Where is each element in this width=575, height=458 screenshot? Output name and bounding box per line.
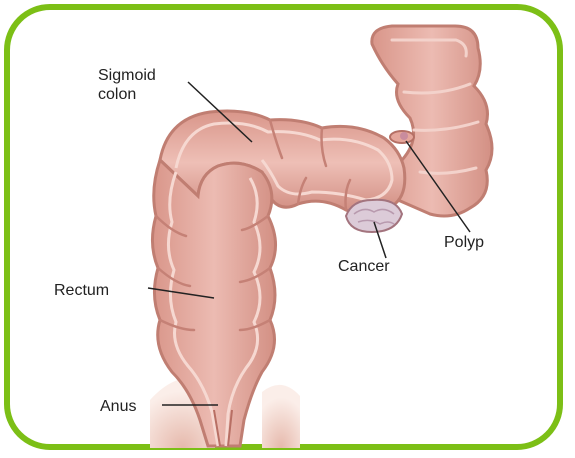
skin-area-right — [262, 385, 300, 448]
label-rectum: Rectum — [54, 282, 109, 299]
label-anus: Anus — [100, 398, 136, 415]
label-sigmoid-line2: colon — [98, 86, 136, 103]
cancer-lesion — [346, 200, 402, 232]
polyp-nodule — [400, 132, 408, 140]
label-cancer: Cancer — [338, 258, 390, 275]
label-sigmoid-line1: Sigmoid — [98, 67, 156, 84]
label-polyp: Polyp — [444, 234, 484, 251]
